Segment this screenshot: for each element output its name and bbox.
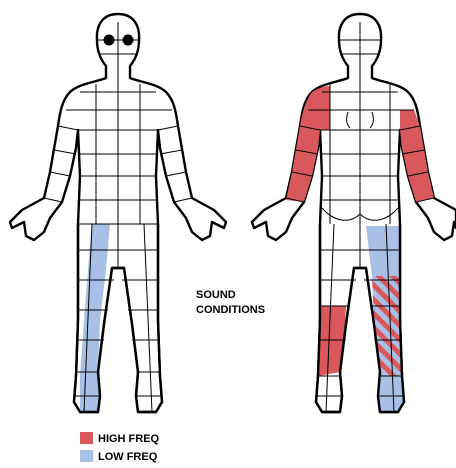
- legend-high-freq-swatch: [80, 432, 93, 444]
- right-eye-icon: [123, 35, 134, 46]
- back-low-freq-right-leg: [366, 226, 400, 276]
- legend-low-freq-label: LOW FREQ: [98, 451, 158, 463]
- front-grid: [44, 22, 192, 412]
- back-body-outline: [252, 14, 456, 412]
- conditions-label-line2: CONDITIONS: [196, 304, 265, 316]
- back-high-freq-right-arm: [400, 110, 434, 202]
- legend: HIGH FREQ LOW FREQ: [80, 432, 160, 463]
- back-mixed-freq-right-leg: [372, 276, 402, 376]
- legend-high-freq-label: HIGH FREQ: [98, 433, 160, 445]
- left-eye-icon: [104, 35, 115, 46]
- legend-low-freq-swatch: [80, 450, 93, 462]
- back-figure: [252, 14, 456, 412]
- conditions-label-line1: SOUND: [196, 289, 236, 301]
- front-figure: [10, 14, 226, 412]
- back-grid: [286, 22, 434, 412]
